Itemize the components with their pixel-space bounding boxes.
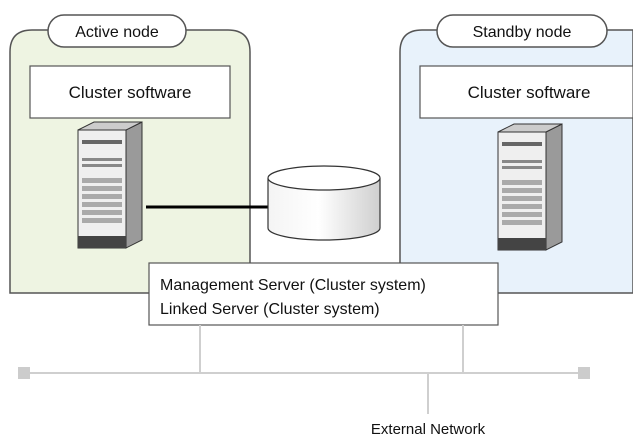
standby-cluster-software-label: Cluster software bbox=[468, 83, 591, 102]
active-cluster-software-label: Cluster software bbox=[69, 83, 192, 102]
active-node-title: Active node bbox=[75, 24, 159, 41]
shared-disk-icon bbox=[267, 165, 381, 241]
linked-server-label: Linked Server (Cluster system) bbox=[160, 301, 380, 318]
standby-node: Standby node Cluster software bbox=[399, 14, 633, 294]
active-cluster-software-box bbox=[29, 65, 231, 119]
network-endpoint-left bbox=[18, 367, 30, 379]
standby-server-icon bbox=[497, 123, 563, 251]
active-node-title-badge bbox=[47, 14, 187, 48]
external-network: External Network bbox=[18, 325, 590, 438]
active-node: Active node Cluster software bbox=[9, 14, 251, 294]
standby-cluster-software-box bbox=[419, 65, 633, 119]
management-server-label: Management Server (Cluster system) bbox=[160, 277, 426, 294]
standby-node-title-badge bbox=[436, 14, 608, 48]
external-network-label: External Network bbox=[371, 421, 486, 438]
active-server-icon bbox=[77, 121, 143, 249]
network-endpoint-right bbox=[578, 367, 590, 379]
standby-node-title: Standby node bbox=[473, 24, 572, 41]
management-server-box: Management Server (Cluster system) Linke… bbox=[148, 262, 499, 326]
